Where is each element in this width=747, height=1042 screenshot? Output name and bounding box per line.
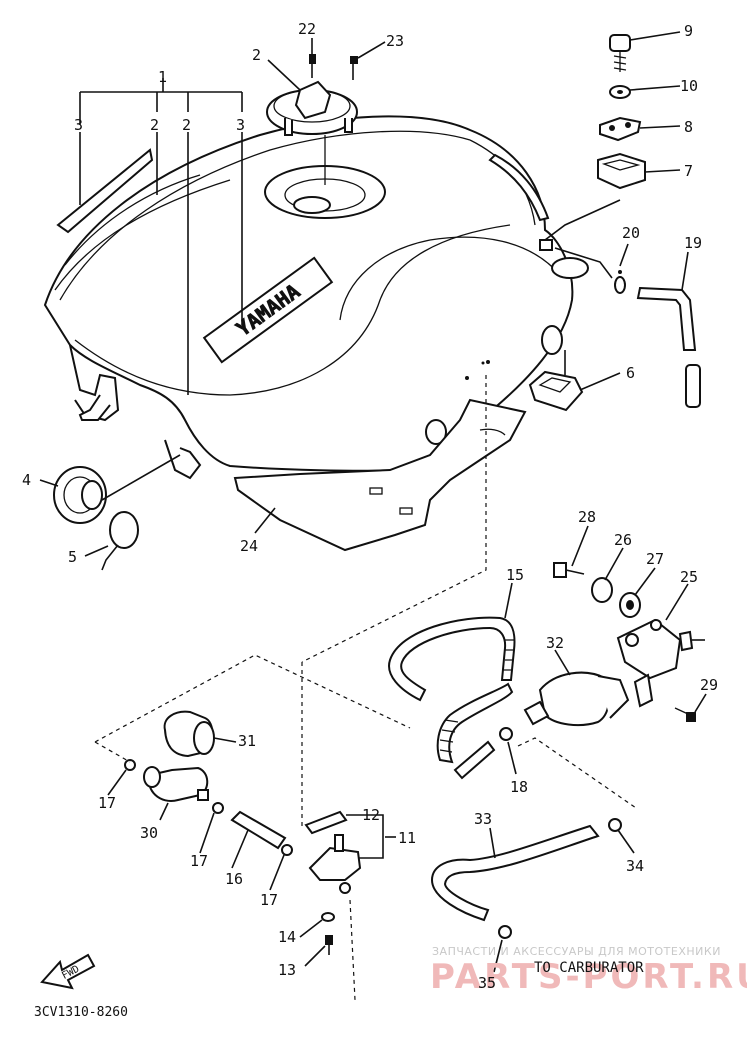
callout-numbers: 1 2 2 2 3 3 4 5 6 7 8 9 10 11 12 13 14 1… [22, 20, 718, 992]
callout-3-left: 3 [74, 116, 83, 134]
hose-16 [230, 810, 287, 850]
watermark-line2: PARTS-PORT.RU [430, 957, 747, 997]
to-carburator-label: TO CARBURATOR [534, 960, 644, 976]
callout-5: 5 [68, 548, 77, 566]
cap-31 [163, 710, 215, 758]
callout-4: 4 [22, 471, 31, 489]
bracket-8 [599, 116, 642, 142]
callout-25: 25 [680, 568, 698, 586]
fuel-tank: YAMAHA [43, 115, 574, 480]
callout-15: 15 [506, 566, 524, 584]
callout-7: 7 [684, 162, 693, 180]
hose-clip-35 [498, 925, 512, 939]
callout-14: 14 [278, 928, 296, 946]
rubber-cap-4 [53, 466, 107, 524]
callout-9: 9 [684, 22, 693, 40]
hose-clip-34 [608, 818, 622, 832]
fuel-pump-32 [523, 671, 630, 727]
callout-2-cap: 2 [252, 46, 261, 64]
clip-20 [614, 270, 626, 294]
callout-2-mid: 2 [182, 116, 191, 134]
callout-34: 34 [626, 857, 644, 875]
callout-6: 6 [626, 364, 635, 382]
filler-cap [266, 80, 358, 136]
grommet-27 [619, 592, 641, 618]
damper-7 [597, 152, 646, 190]
screw-13 [325, 935, 333, 955]
callout-3-right: 3 [236, 116, 245, 134]
callout-19: 19 [684, 234, 702, 252]
hose-15 [388, 616, 516, 764]
gasket-12 [304, 810, 348, 835]
callout-30: 30 [140, 824, 158, 842]
collar-26 [591, 577, 613, 603]
callout-11: 11 [398, 829, 416, 847]
hose-19 [636, 286, 701, 408]
wire-clip-5 [101, 511, 139, 571]
callout-24: 24 [240, 537, 258, 555]
watermark: ЗАПЧАСТИ И АКСЕССУАРЫ ДЛЯ МОТОТЕХНИКИ PA… [430, 945, 747, 997]
pump-bracket-25 [616, 618, 705, 708]
callout-18: 18 [510, 778, 528, 796]
callout-17-a: 17 [98, 794, 116, 812]
callout-8: 8 [684, 118, 693, 136]
fuel-filter-30 [143, 766, 209, 802]
hose-clip-17a [124, 759, 136, 771]
callout-31: 31 [238, 732, 256, 750]
washer-14 [321, 912, 335, 922]
callout-17-c: 17 [260, 891, 278, 909]
callout-1: 1 [158, 68, 167, 86]
callout-17-b: 17 [190, 852, 208, 870]
callout-13: 13 [278, 961, 296, 979]
dashed-flow-lines [94, 375, 637, 1001]
hose-clip-17b [212, 802, 224, 814]
callout-20: 20 [622, 224, 640, 242]
hose-clip-18 [499, 727, 513, 741]
hose-clip-17c [281, 844, 293, 856]
watermark-line1: ЗАПЧАСТИ И АКСЕССУАРЫ ДЛЯ МОТОТЕХНИКИ [432, 945, 721, 958]
callout-10: 10 [680, 77, 698, 95]
callout-16: 16 [225, 870, 243, 888]
heat-shield-pad [233, 398, 527, 552]
bolt-9 [609, 34, 631, 72]
callout-23: 23 [386, 32, 404, 50]
fuel-cock-11 [308, 834, 362, 894]
leader-lines [39, 31, 707, 973]
callout-28: 28 [578, 508, 596, 526]
callout-26: 26 [614, 531, 632, 549]
callout-32: 32 [546, 634, 564, 652]
callout-33: 33 [474, 810, 492, 828]
forward-arrow: FWD [40, 953, 96, 990]
damper-6 [528, 370, 584, 412]
bolt-23 [350, 56, 358, 80]
callout-27: 27 [646, 550, 664, 568]
callout-35: 35 [478, 974, 496, 992]
callout-22: 22 [298, 20, 316, 38]
bolt-28 [553, 562, 585, 578]
callout-12: 12 [362, 806, 380, 824]
bolt-22 [309, 54, 316, 78]
drawing-number: 3CV1310-8260 [34, 1005, 128, 1020]
callout-29: 29 [700, 676, 718, 694]
callout-2-left: 2 [150, 116, 159, 134]
hose-33 [430, 824, 600, 922]
collar-10 [609, 85, 631, 99]
screw-29 [674, 707, 696, 722]
